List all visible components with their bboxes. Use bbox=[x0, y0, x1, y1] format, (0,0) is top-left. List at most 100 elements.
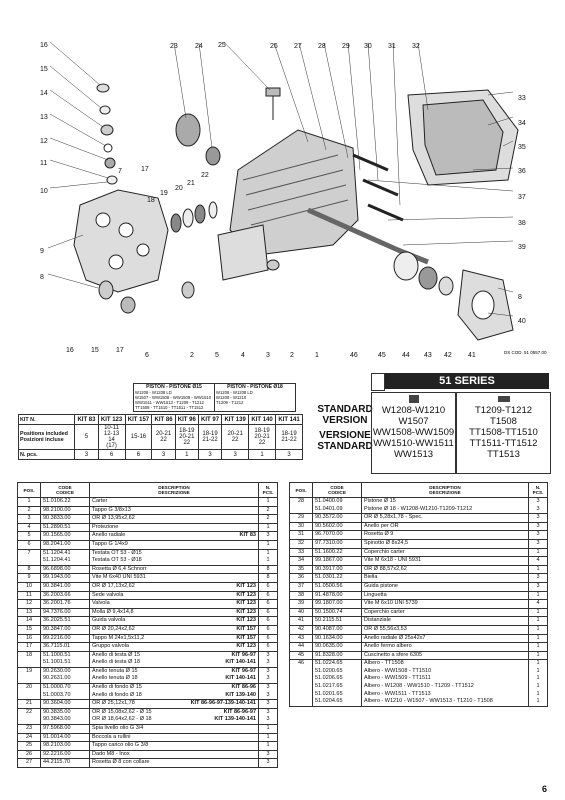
part-pos: 31 bbox=[289, 530, 313, 540]
part-desc: Anello fermo albero bbox=[361, 642, 529, 652]
model-name: WW1513 bbox=[393, 449, 434, 460]
callout-number: 26 bbox=[270, 43, 278, 50]
part-desc: Tappo G 1/4x9 bbox=[89, 539, 259, 550]
callout-number: 6 bbox=[145, 352, 149, 359]
part-pos bbox=[289, 667, 313, 676]
part-pos: 38 bbox=[289, 590, 313, 600]
callout-number: 4 bbox=[241, 352, 245, 359]
part-pos: 5 bbox=[17, 531, 41, 541]
callout-number: 23 bbox=[170, 43, 178, 50]
callout-number: 43 bbox=[424, 352, 432, 359]
callout-number: 14 bbox=[40, 90, 48, 97]
part-code: 51.0301.22 bbox=[312, 573, 362, 583]
callout-number: 20 bbox=[175, 185, 183, 192]
part-desc: Guida pistone bbox=[361, 581, 529, 592]
callout-number: 9 bbox=[40, 248, 44, 255]
part-desc: Spia livello olio G 3/4 bbox=[89, 724, 259, 734]
part-pos bbox=[289, 505, 313, 514]
part-code: 96.7070.00 bbox=[312, 530, 362, 540]
part-desc: Pistone Ø 15 bbox=[361, 496, 529, 506]
part-pos bbox=[17, 557, 41, 566]
part-pcs: 3 bbox=[528, 496, 548, 506]
part-code: 90.3917.00 bbox=[312, 564, 362, 574]
part-code: 90.2630.00 bbox=[40, 666, 90, 676]
part-pos bbox=[17, 659, 41, 668]
part-pos: 4 bbox=[17, 522, 41, 532]
part-pcs: 6 bbox=[258, 616, 278, 626]
part-code: 99.2216.00 bbox=[40, 633, 90, 643]
diagram-code: DS COD. 51 0557.00 bbox=[504, 350, 547, 355]
part-kit: KIT 157 bbox=[236, 634, 256, 641]
callout-number: 31 bbox=[388, 43, 396, 50]
part-kit: KIT 83 bbox=[239, 532, 256, 539]
kit-pcs: 3 bbox=[221, 449, 250, 460]
part-code: 51.0201.65 bbox=[312, 690, 362, 699]
col-pcs: N. PCS. bbox=[528, 482, 548, 498]
col-code: CODE CODICE bbox=[312, 482, 362, 498]
callout-number: 22 bbox=[201, 172, 209, 179]
part-pcs: 3 bbox=[258, 650, 278, 660]
part-kit: KIT 123 bbox=[236, 643, 256, 650]
part-code: 96.6898.00 bbox=[40, 564, 90, 574]
part-pos: 28 bbox=[289, 496, 313, 506]
kit-pcs: 6 bbox=[97, 449, 126, 460]
part-desc: Albero - WW1509 - TT1511 bbox=[361, 675, 529, 684]
callout-number: 17 bbox=[141, 166, 149, 173]
part-code: 36.2003.66 bbox=[40, 590, 90, 600]
part-pos: 19 bbox=[17, 666, 41, 676]
part-pos: 37 bbox=[289, 581, 313, 592]
part-desc: Anello per OR bbox=[361, 521, 529, 531]
kit-positions-label: Positions included Posizioni incluse bbox=[17, 424, 76, 450]
kit-header: KIT 97 bbox=[197, 414, 223, 425]
part-code: 51.0003.70 bbox=[40, 691, 90, 700]
part-pos: 32 bbox=[289, 538, 313, 549]
part-kit: KIT 96-97 bbox=[231, 667, 256, 674]
series-tab bbox=[371, 373, 385, 391]
kit-pcs: 1 bbox=[174, 449, 199, 460]
part-pcs: 1 bbox=[528, 675, 548, 684]
part-pos: 30 bbox=[289, 521, 313, 531]
callout-number: 15 bbox=[91, 347, 99, 354]
part-pcs: 6 bbox=[258, 624, 278, 634]
part-pos: 45 bbox=[289, 650, 313, 660]
part-code: 51.0217.65 bbox=[312, 683, 362, 691]
part-pcs: 1 bbox=[528, 698, 548, 707]
part-code: 94.7376.00 bbox=[40, 607, 90, 617]
part-pos: 22 bbox=[17, 707, 41, 717]
part-code: 90.3833.00 bbox=[40, 514, 90, 524]
kit-header: KIT 140 bbox=[248, 414, 277, 425]
callout-number: 35 bbox=[518, 144, 526, 151]
piston-box-title: PISTON - PISTONE Ø15 bbox=[146, 384, 202, 390]
part-pcs: 1 bbox=[528, 683, 548, 691]
callout-number: 44 bbox=[402, 352, 410, 359]
part-pos: 24 bbox=[17, 732, 41, 742]
part-code: 91.4878.00 bbox=[312, 590, 362, 600]
part-code: 90.1565.00 bbox=[40, 531, 90, 541]
kit-pcs: 3 bbox=[74, 449, 99, 460]
part-code: 90.3841.00 bbox=[40, 581, 90, 592]
part-code: 51.1204.41 bbox=[40, 557, 90, 566]
